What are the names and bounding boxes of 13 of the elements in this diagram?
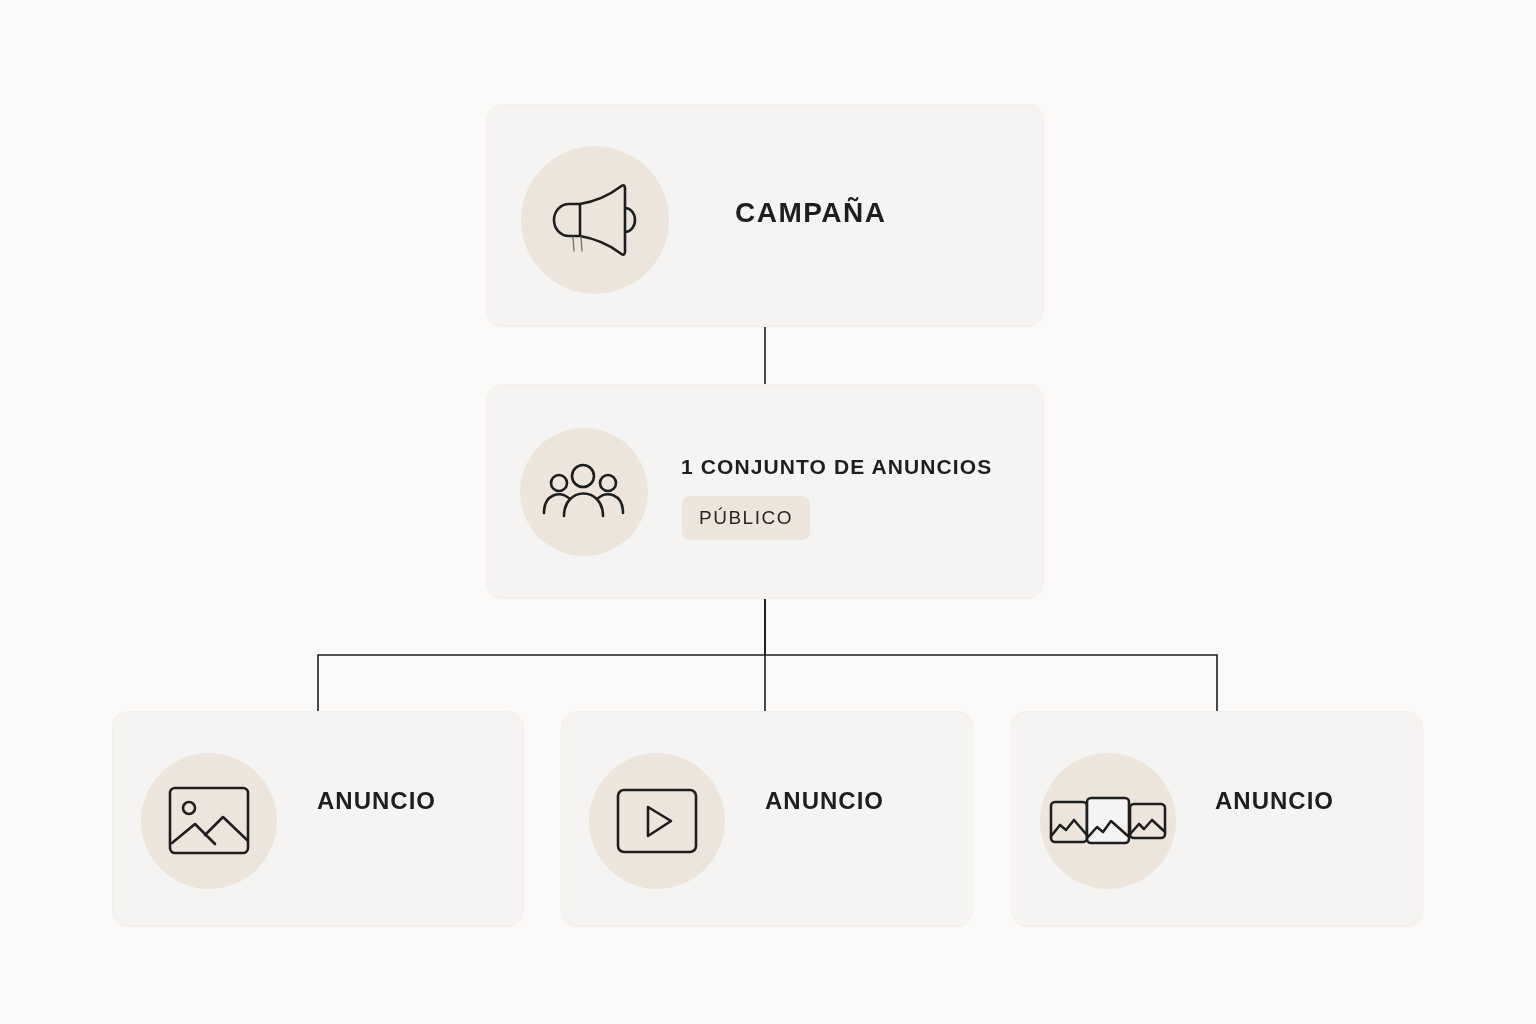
level-title: 1 CONJUNTO DE ANUNCIOS [681, 454, 993, 480]
level-title: ANUNCIO [317, 786, 436, 816]
connector-line [764, 597, 1218, 713]
level-card [113, 712, 523, 926]
level-card [487, 105, 1043, 326]
level-title: ANUNCIO [765, 786, 884, 816]
level-title: CAMPAÑA [735, 196, 887, 230]
level-title: ANUNCIO [1215, 786, 1334, 816]
audience-tag: PÚBLICO [682, 496, 810, 540]
level-card [487, 385, 1043, 598]
connector-line [764, 325, 766, 386]
level-card [562, 712, 972, 926]
level-card [1012, 712, 1422, 926]
